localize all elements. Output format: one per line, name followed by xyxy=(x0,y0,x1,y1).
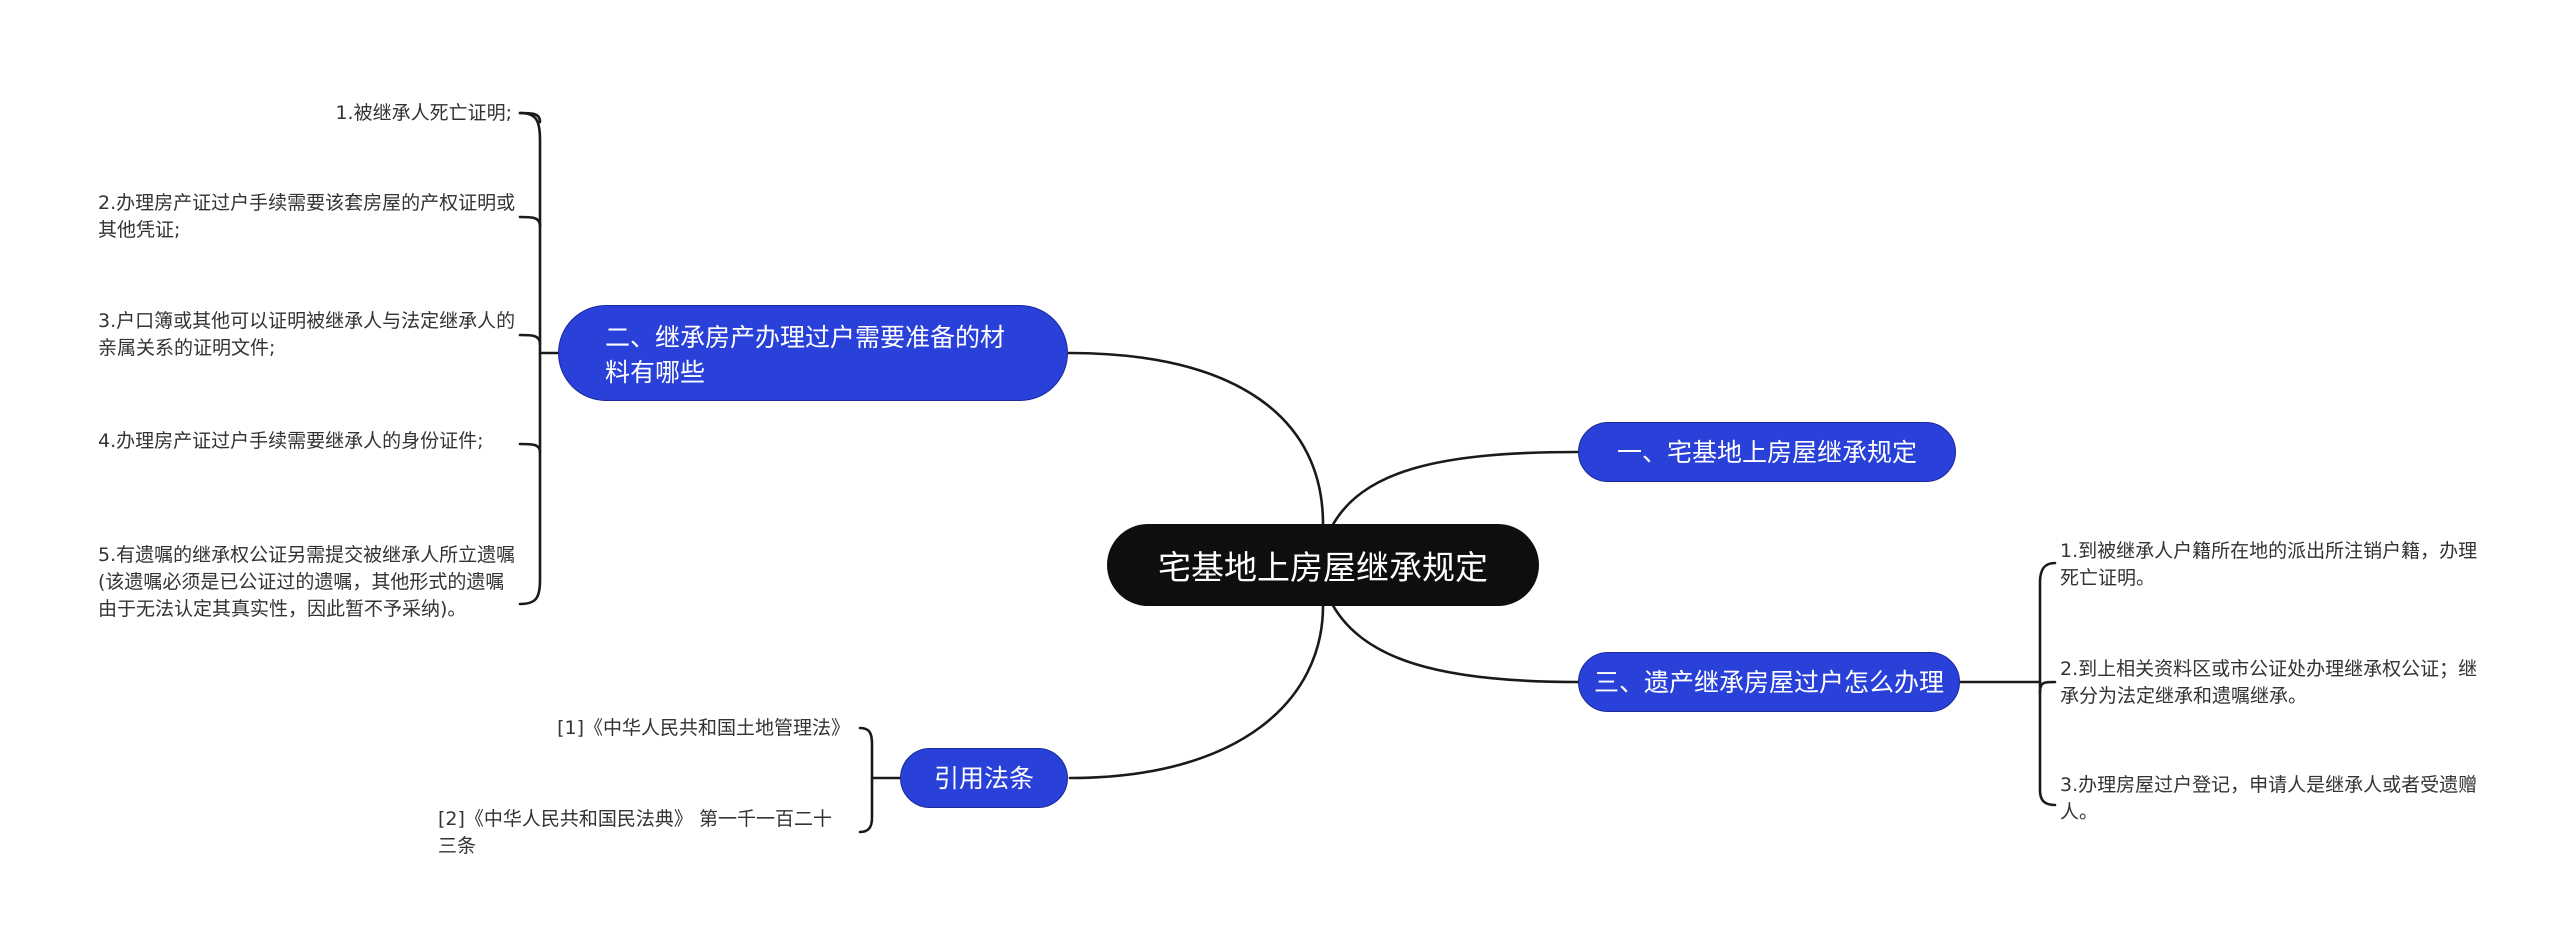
tick-material-2 xyxy=(518,215,542,228)
bracket-citations xyxy=(858,726,874,834)
branch-rules[interactable]: 一、宅基地上房屋继承规定 xyxy=(1578,422,1956,482)
leaf-procedure-3: 3.办理房屋过户登记，申请人是继承人或者受遗赠人。 xyxy=(2060,774,2478,823)
leaf-citation-1: [1]《中华人民共和国土地管理法》 xyxy=(557,717,850,739)
leaf-material-4: 4.办理房产证过户手续需要继承人的身份证件; xyxy=(98,430,484,452)
tick-procedure-2 xyxy=(2038,680,2057,694)
branch-materials[interactable]: 二、继承房产办理过户需要准备的材料有哪些 xyxy=(558,305,1068,401)
tick-material-4 xyxy=(518,442,542,454)
link-root-to-rules xyxy=(1328,450,1580,532)
link-root-to-citations xyxy=(1068,604,1325,780)
leaf-material-5: 5.有遗嘱的继承权公证另需提交被继承人所立遗嘱(该遗嘱必须是已公证过的遗嘱，其他… xyxy=(98,544,516,620)
link-root-to-materials xyxy=(1066,351,1325,526)
branch-rules-label: 一、宅基地上房屋继承规定 xyxy=(1616,437,1917,467)
branch-materials-label: 二、继承房产办理过户需要准备的材料有哪些 xyxy=(605,323,1006,387)
root-node[interactable]: 宅基地上房屋继承规定 xyxy=(1107,524,1539,606)
leaf-procedure-1: 1.到被继承人户籍所在地的派出所注销户籍，办理死亡证明。 xyxy=(2060,540,2478,589)
branch-procedure-label: 三、遗产继承房屋过户怎么办理 xyxy=(1593,667,1944,697)
leaf-procedure-2: 2.到上相关资料区或市公证处办理继承权公证；继承分为法定继承和遗嘱继承。 xyxy=(2060,658,2478,707)
bracket-materials xyxy=(518,111,542,606)
link-root-to-procedure xyxy=(1328,598,1580,684)
leaf-citation-2: [2]《中华人民共和国民法典》 第一千一百二十三条 xyxy=(438,808,832,857)
branch-procedure[interactable]: 三、遗产继承房屋过户怎么办理 xyxy=(1578,652,1960,712)
leaf-material-2: 2.办理房产证过户手续需要该套房屋的产权证明或其他凭证; xyxy=(98,192,516,241)
branch-citations[interactable]: 引用法条 xyxy=(900,748,1068,808)
leaf-material-1: 1.被继承人死亡证明; xyxy=(335,102,512,124)
tick-material-1 xyxy=(518,111,542,124)
branch-citations-label: 引用法条 xyxy=(933,763,1034,793)
tick-material-3 xyxy=(518,333,542,346)
leaf-material-3: 3.户口簿或其他可以证明被继承人与法定继承人的亲属关系的证明文件; xyxy=(98,310,516,359)
